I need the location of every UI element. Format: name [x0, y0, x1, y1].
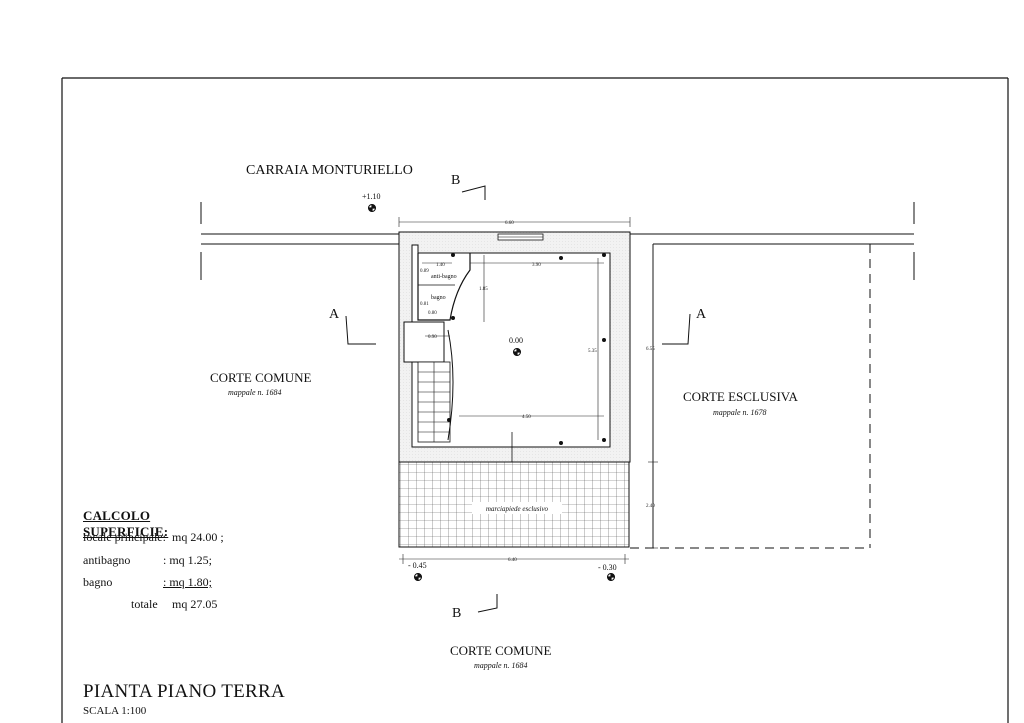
svg-text:2.40: 2.40	[646, 504, 655, 509]
antibagno-label: anti-bagno	[431, 274, 457, 280]
svg-text:0.90: 0.90	[428, 335, 437, 340]
svg-text:1.40: 1.40	[436, 263, 445, 268]
road-label: CARRAIA MONTURIELLO	[246, 163, 413, 178]
sidewalk-label: marciapiede esclusivo	[486, 505, 549, 513]
svg-text:0.80: 0.80	[428, 311, 437, 316]
svg-text:0.89: 0.89	[420, 269, 429, 274]
corte-comune-bottom-sub: mappale n. 1684	[474, 661, 528, 670]
dimension-lines	[398, 217, 658, 564]
calc-row: antibagno : mq 1.25;	[83, 553, 213, 567]
section-a-right: A	[696, 307, 707, 322]
section-b-bottom: B	[452, 606, 461, 621]
building-walls	[398, 231, 631, 475]
calculation-title: CALCOLO SUPERFICIE:	[83, 508, 169, 539]
calc-row: bagno : mq 1.80;	[83, 575, 213, 589]
corte-comune-bottom-label: CORTE COMUNE	[450, 643, 551, 658]
corte-esclusiva-label: CORTE ESCLUSIVA	[683, 389, 799, 404]
svg-text:6.55: 6.55	[646, 347, 655, 352]
svg-text:0.81: 0.81	[420, 302, 429, 307]
drawing-title: PIANTA PIANO TERRA	[83, 681, 285, 702]
section-b-top: B	[451, 173, 460, 188]
elevation-left-bottom: - 0.45	[408, 561, 427, 570]
svg-text:6.60: 6.60	[505, 221, 514, 226]
elevation-right-bottom: - 0.30	[598, 563, 617, 572]
section-a-left: A	[329, 307, 340, 322]
dimension-texts: 6.60 3.90 4.50 6.40 6.55 2.40 5.35 1.85 …	[420, 221, 655, 563]
corte-esclusiva-sub: mappale n. 1678	[713, 408, 767, 417]
elevation-floor: 0.00	[509, 336, 523, 345]
sheet-frame	[61, 77, 1009, 723]
svg-text:6.40: 6.40	[508, 558, 517, 563]
drawing-scale: SCALA 1:100	[83, 705, 147, 717]
svg-text:1.85: 1.85	[479, 287, 488, 292]
svg-text:3.90: 3.90	[532, 263, 541, 268]
elevation-markers	[368, 204, 615, 581]
section-markers	[345, 185, 691, 613]
bagno-label: bagno	[431, 295, 446, 301]
road-boundary	[200, 202, 915, 280]
svg-text:5.35: 5.35	[588, 349, 597, 354]
calc-row: locale principale: mq 24.00 ;	[83, 530, 224, 544]
corte-comune-left-label: CORTE COMUNE	[210, 370, 311, 385]
elevation-road: +1.10	[362, 192, 381, 201]
svg-text:4.50: 4.50	[522, 415, 531, 420]
calc-row: totale mq 27.05	[131, 597, 218, 611]
corte-comune-left-sub: mappale n. 1684	[228, 388, 282, 397]
